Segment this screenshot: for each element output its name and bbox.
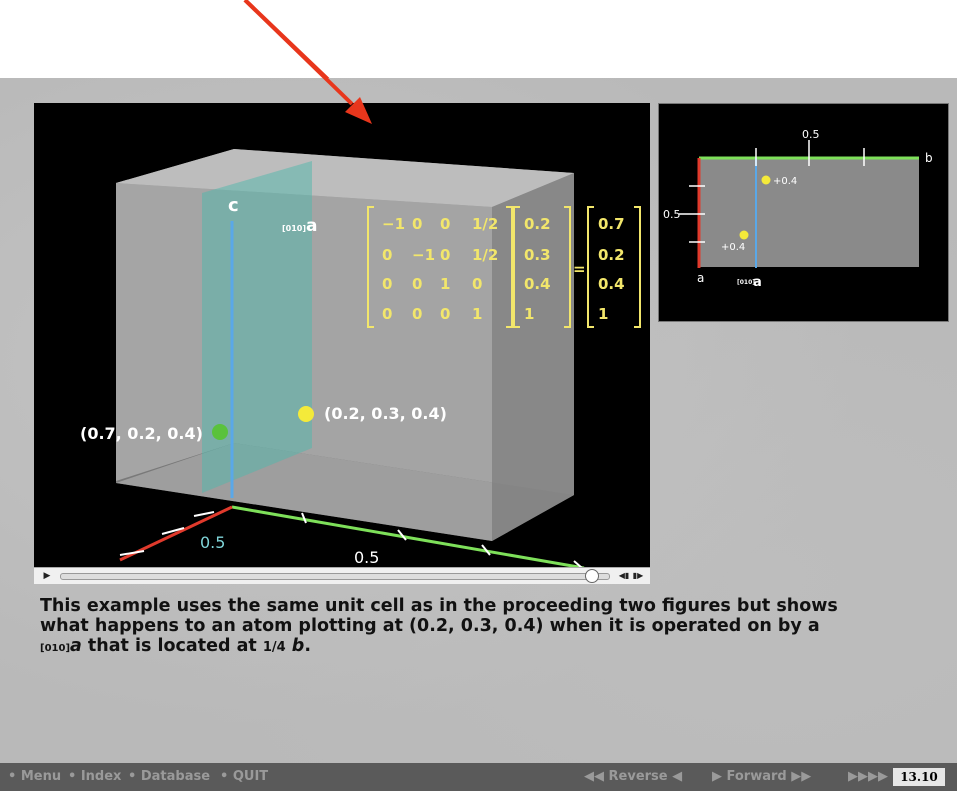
inset-diagram: 0.5 0.5 b a [010] a +0.4 +0.4 bbox=[658, 103, 949, 322]
inset-point-1-label: +0.4 bbox=[773, 176, 797, 187]
caption-line-3: [010]a that is located at 1/4 b. bbox=[40, 636, 940, 659]
main-video-frame: c a b [010] a 0.5 0.5 (0.7, 0.2, 0.4) (0… bbox=[34, 103, 650, 567]
input-vector-cell: 0.2 bbox=[524, 215, 551, 233]
c-axis-label: c bbox=[228, 195, 239, 216]
green-atom-point bbox=[212, 424, 228, 440]
database-link[interactable]: • Database bbox=[128, 769, 211, 784]
input-vector-cell: 1 bbox=[524, 305, 534, 323]
glide-plane-letter: a bbox=[306, 216, 317, 236]
figure-caption: This example uses the same unit cell as … bbox=[40, 596, 940, 659]
page-number-badge: 13.10 bbox=[893, 768, 945, 786]
b-tick-label: 0.5 bbox=[354, 548, 379, 567]
inset-point-2 bbox=[739, 230, 749, 240]
progress-track[interactable] bbox=[60, 573, 610, 580]
matrix-cell: 1/2 bbox=[472, 215, 498, 233]
matrix-cell: 0 bbox=[472, 275, 482, 293]
output-vector-cell: 0.2 bbox=[598, 246, 625, 264]
b-axis-line bbox=[231, 505, 585, 567]
yellow-atom-point bbox=[298, 406, 314, 422]
inset-point-1 bbox=[761, 175, 771, 185]
glide-plane bbox=[202, 161, 312, 493]
annotation-overlay bbox=[243, 0, 362, 112]
inset-glide-letter: a bbox=[753, 275, 762, 290]
green-point-label: (0.7, 0.2, 0.4) bbox=[80, 424, 203, 443]
menu-link[interactable]: • Menu bbox=[8, 769, 62, 784]
video-controls: ▶ ◀▮ ▮▶ bbox=[34, 567, 650, 584]
equals-sign: = bbox=[573, 260, 586, 278]
footer-nav-bar: • Menu • Index • Database • QUIT ◀◀ Reve… bbox=[0, 763, 957, 791]
top-whitespace bbox=[0, 0, 957, 112]
glide-plane-index: [010] bbox=[282, 224, 306, 233]
unit-cell-scene: c a b [010] a 0.5 0.5 (0.7, 0.2, 0.4) (0… bbox=[80, 149, 641, 567]
caption-b-letter: b bbox=[291, 636, 305, 656]
step-forward-button[interactable]: ▮▶ bbox=[632, 571, 644, 580]
quit-link[interactable]: • QUIT bbox=[220, 769, 269, 784]
last-page-button[interactable]: ▶▶▶▶ bbox=[848, 769, 888, 784]
input-vector-cell: 0.4 bbox=[524, 275, 551, 293]
matrix-cell: 0 bbox=[382, 246, 392, 264]
a-axis-label: a bbox=[96, 563, 108, 567]
inset-cell-rect bbox=[699, 159, 919, 267]
inset-top-tick-label: 0.5 bbox=[802, 128, 820, 141]
forward-button[interactable]: ▶ Forward ▶▶ bbox=[712, 769, 812, 784]
matrix-cell: 0 bbox=[440, 305, 450, 323]
matrix-cell: −1 bbox=[382, 215, 405, 233]
matrix-cell: 0 bbox=[412, 275, 422, 293]
axis-ticks bbox=[119, 511, 583, 567]
app-window: c a b [010] a 0.5 0.5 (0.7, 0.2, 0.4) (0… bbox=[0, 78, 957, 791]
inset-point-2-label: +0.4 bbox=[721, 242, 745, 253]
play-button[interactable]: ▶ bbox=[43, 571, 51, 581]
yellow-point-label: (0.2, 0.3, 0.4) bbox=[324, 404, 447, 423]
matrix-cell: 0 bbox=[412, 305, 422, 323]
inset-ticks bbox=[679, 140, 865, 243]
matrix-cell: 1 bbox=[440, 275, 450, 293]
red-arrow-line bbox=[243, 0, 362, 112]
caption-fraction: 1/4 bbox=[262, 640, 286, 655]
input-vector-cell: 0.3 bbox=[524, 246, 551, 264]
matrix-cell: 1/2 bbox=[472, 246, 498, 264]
caption-glide-letter: a bbox=[70, 636, 82, 656]
output-vector-cell: 0.4 bbox=[598, 275, 625, 293]
reverse-button[interactable]: ◀◀ Reverse ◀ bbox=[584, 769, 683, 784]
caption-mid-text: that is located at bbox=[81, 636, 263, 656]
matrix-cell: 0 bbox=[412, 215, 422, 233]
progress-scrubber[interactable] bbox=[585, 569, 600, 583]
caption-glide-index: [010] bbox=[40, 643, 71, 654]
output-vector-cell: 1 bbox=[598, 305, 608, 323]
caption-line-1: This example uses the same unit cell as … bbox=[40, 596, 838, 616]
step-back-button[interactable]: ◀▮ bbox=[618, 571, 630, 580]
index-link[interactable]: • Index bbox=[68, 769, 122, 784]
matrix-cell: −1 bbox=[412, 246, 435, 264]
caption-end: . bbox=[304, 636, 311, 656]
caption-line-2: what happens to an atom plotting at (0.2… bbox=[40, 616, 820, 636]
inset-left-tick-label: 0.5 bbox=[663, 208, 681, 221]
output-vector-cell: 0.7 bbox=[598, 215, 625, 233]
matrix-cell: 0 bbox=[382, 275, 392, 293]
inset-glide-index: [010] bbox=[737, 279, 755, 286]
matrix-cell: 1 bbox=[472, 305, 482, 323]
inset-a-label: a bbox=[697, 271, 704, 285]
matrix-cell: 0 bbox=[440, 246, 450, 264]
inset-b-label: b bbox=[925, 151, 933, 165]
matrix-cell: 0 bbox=[382, 305, 392, 323]
matrix-brackets bbox=[367, 206, 641, 328]
inset-projection: 0.5 0.5 b a [010] a +0.4 +0.4 bbox=[663, 128, 933, 290]
a-tick-label: 0.5 bbox=[200, 533, 225, 552]
box-top-face bbox=[116, 149, 574, 207]
matrix-cell: 0 bbox=[440, 215, 450, 233]
